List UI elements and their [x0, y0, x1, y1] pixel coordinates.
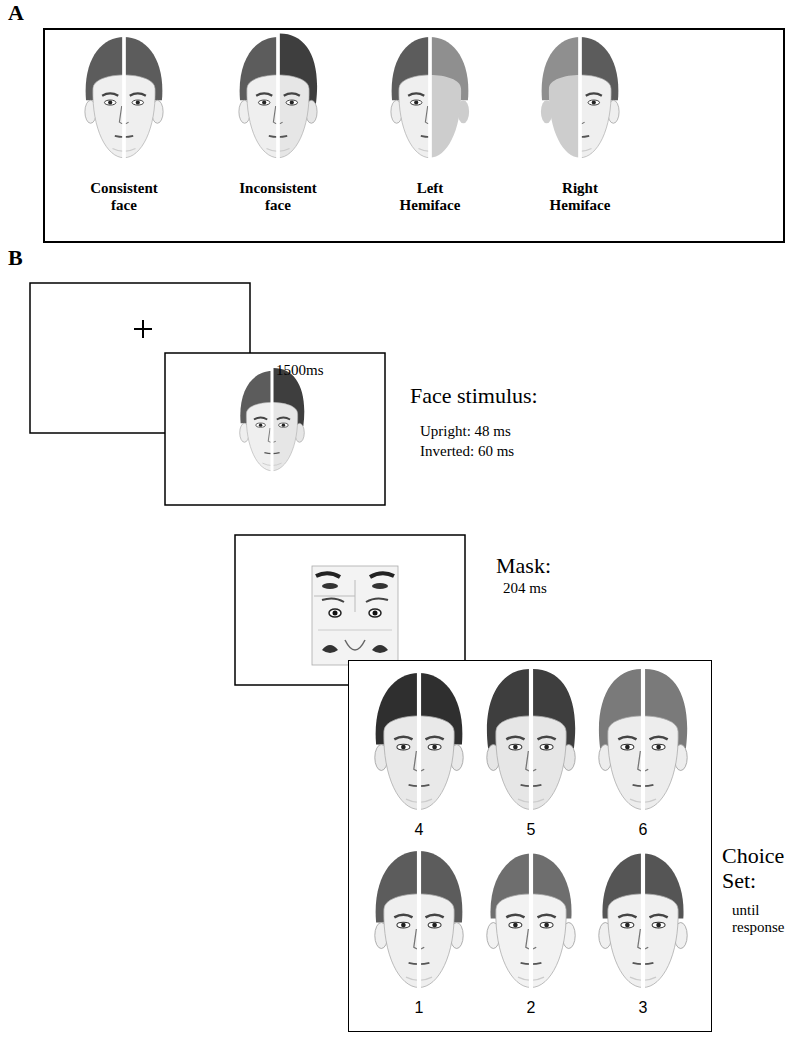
face-stimulus — [240, 365, 305, 475]
panel-letter: B — [8, 245, 23, 270]
panel-letter: A — [8, 0, 24, 25]
face-drawing — [391, 30, 469, 163]
choice-number: 6 — [639, 821, 648, 839]
choice-number: 4 — [415, 821, 424, 839]
duration-label: 204 ms — [503, 580, 547, 597]
choice-number: 2 — [527, 999, 536, 1017]
mask-image — [312, 566, 398, 665]
stimulus-screen — [165, 353, 385, 505]
face-drawing — [85, 30, 163, 163]
duration-label: until response — [732, 902, 784, 937]
step-label: Choice Set: — [722, 843, 784, 894]
condition-caption: Left Hemiface — [400, 180, 461, 215]
choice-number: 3 — [639, 999, 648, 1017]
face-drawing — [375, 665, 463, 816]
choice-faces — [349, 661, 710, 1030]
duration-label: Upright: 48 ms — [420, 423, 511, 440]
face-drawing — [240, 365, 305, 475]
choice-screen: 4 5 6 1 2 3 — [348, 660, 712, 1032]
condition-caption: Consistent face — [90, 180, 158, 215]
duration-label: 1500ms — [276, 362, 324, 379]
face-drawing — [375, 843, 463, 994]
condition-caption: Inconsistent face — [239, 180, 317, 215]
stimulus-panel: AConsistent faceInconsistent faceLeft He… — [43, 28, 785, 243]
face-drawing — [599, 665, 687, 816]
step-label: Mask: — [496, 553, 551, 578]
face-drawing — [487, 843, 575, 994]
face-drawing — [487, 665, 575, 816]
face-drawing — [599, 843, 687, 994]
choice-number: 5 — [527, 821, 536, 839]
condition-caption: Right Hemiface — [550, 180, 611, 215]
step-label: Face stimulus: — [410, 383, 538, 408]
face-drawing — [239, 30, 317, 163]
fixation-cross — [134, 320, 152, 338]
duration-label: Inverted: 60 ms — [420, 443, 514, 460]
choice-number: 1 — [415, 999, 424, 1017]
face-drawing — [541, 30, 619, 163]
